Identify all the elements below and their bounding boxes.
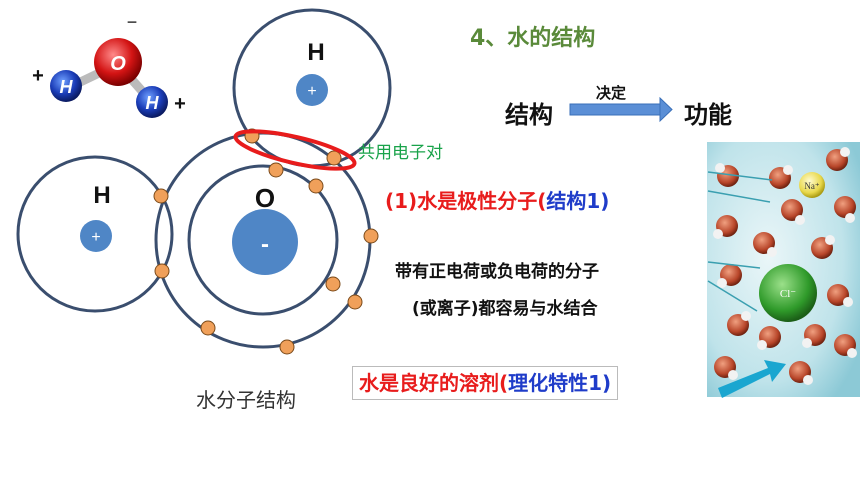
electron — [200, 320, 216, 336]
electron — [325, 276, 341, 292]
atom-label-h-left: H — [93, 182, 110, 209]
orbit-h-left — [16, 155, 174, 313]
model-o-label: O — [110, 53, 126, 75]
electron-shell-diagram — [16, 8, 392, 349]
model-h2-label: H — [146, 93, 160, 113]
electron — [153, 188, 169, 204]
water-molecule-model: O H H − + + — [32, 12, 186, 118]
slide-title: 4、水的结构 — [470, 26, 596, 51]
determines-arrow — [569, 96, 673, 123]
charged-particles-line-1: 带有正电荷或负电荷的分子 — [395, 262, 599, 282]
polar-molecule-statement: (1)水是极性分子(结构1) — [385, 185, 609, 214]
nucleus-o — [232, 209, 298, 275]
atom-label-h-top: H — [307, 39, 324, 66]
model-h1-label: H — [60, 77, 74, 97]
cl-ion — [759, 264, 817, 322]
polar-text-blue: 结构1) — [546, 189, 610, 213]
model-hydrogen-atom-left — [50, 70, 82, 102]
electrons — [153, 128, 379, 355]
polar-text-red: (1)水是极性分子( — [385, 189, 547, 213]
electron — [154, 263, 170, 279]
na-ion — [799, 172, 825, 198]
shared-pair-highlight — [233, 129, 357, 171]
model-hydrogen-atom-right — [136, 86, 168, 118]
nucleus-h-top — [296, 74, 328, 106]
electron — [326, 150, 342, 166]
solvent-arrow — [718, 360, 786, 398]
model-minus-sign: − — [127, 12, 138, 32]
structure-label: 结构 — [505, 101, 553, 129]
electron — [363, 228, 379, 244]
orbit-o-inner — [187, 164, 339, 316]
electron — [268, 162, 284, 178]
electron — [308, 178, 324, 194]
cl-ion-label: Cl⁻ — [780, 288, 796, 300]
solvent-text-red: 水是良好的溶剂( — [359, 371, 509, 395]
model-plus-sign-left: + — [32, 65, 44, 87]
model-plus-sign-right: + — [174, 93, 186, 115]
solvent-text-blue: 理化特性1) — [508, 371, 612, 395]
shared-electron-pair-label: 共用电子对 — [358, 143, 443, 163]
solvation-image: Na⁺ Cl⁻ — [707, 142, 860, 397]
charge-plus-top: + — [307, 83, 316, 100]
nuclei: H H O + + - — [80, 39, 328, 275]
charge-minus-o: - — [261, 231, 269, 258]
function-label: 功能 — [684, 101, 732, 129]
model-oxygen-atom — [94, 38, 142, 86]
nucleus-h-left — [80, 220, 112, 252]
diagram-caption: 水分子结构 — [196, 388, 296, 412]
electron — [347, 294, 363, 310]
atom-label-o: O — [255, 183, 275, 213]
good-solvent-statement: 水是良好的溶剂(理化特性1) — [352, 366, 619, 400]
electron — [279, 339, 295, 355]
na-ion-label: Na⁺ — [804, 181, 819, 191]
charge-plus-left: + — [91, 229, 100, 246]
charged-particles-line-2: (或离子)都容易与水结合 — [412, 299, 598, 319]
determines-label: 决定 — [596, 84, 627, 102]
